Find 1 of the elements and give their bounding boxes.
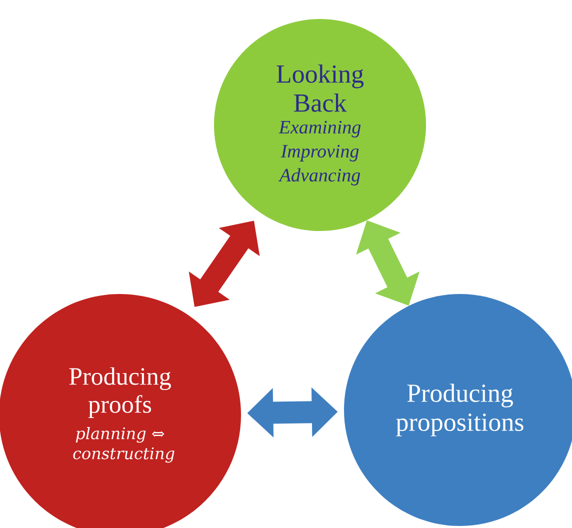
circle-node: Looking Back Examining Improving Advancing [214,19,426,231]
